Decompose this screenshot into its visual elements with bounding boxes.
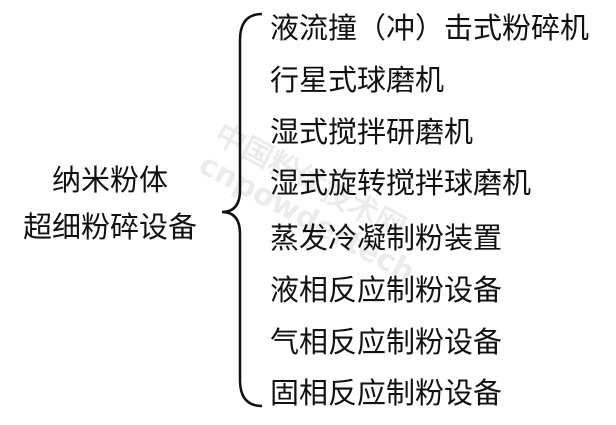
list-item: 液流撞（冲）击式粉碎机 <box>270 11 590 45</box>
list-item: 湿式旋转搅拌球磨机 <box>270 166 532 200</box>
list-item: 行星式球磨机 <box>270 63 445 97</box>
root-label-line2: 超细粉碎设备 <box>22 210 197 244</box>
list-item: 蒸发冷凝制粉装置 <box>270 221 503 255</box>
list-item: 固相反应制粉设备 <box>270 376 503 410</box>
list-item: 湿式搅拌研磨机 <box>270 115 474 149</box>
root-label-line1: 纳米粉体 <box>51 163 168 197</box>
list-item: 气相反应制粉设备 <box>270 325 503 359</box>
list-item: 液相反应制粉设备 <box>270 273 503 307</box>
